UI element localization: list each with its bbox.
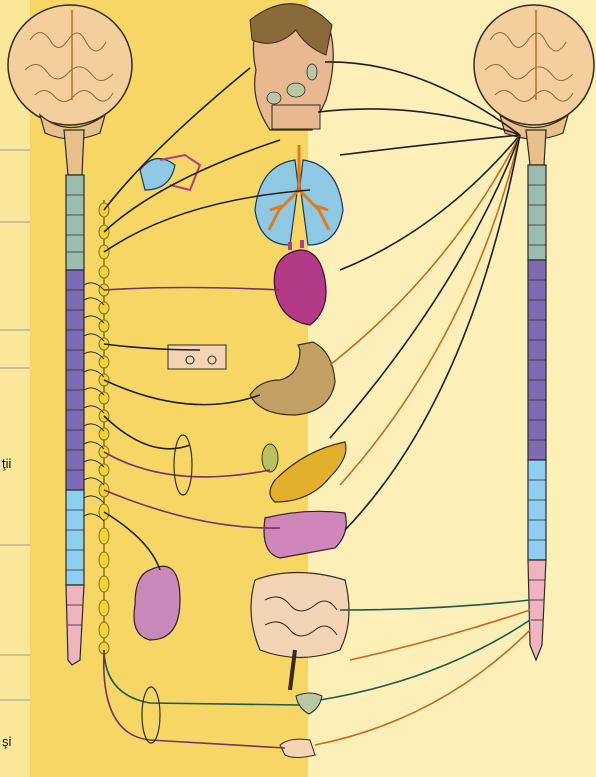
left-spinal-cord	[64, 130, 84, 665]
margin-text-1: ţii	[2, 456, 11, 471]
right-spinal-cord	[526, 130, 546, 660]
skin-icon	[168, 345, 226, 369]
left-sidebar	[0, 0, 30, 777]
margin-text-2: şi	[2, 734, 11, 749]
kidney-icon	[134, 566, 180, 640]
